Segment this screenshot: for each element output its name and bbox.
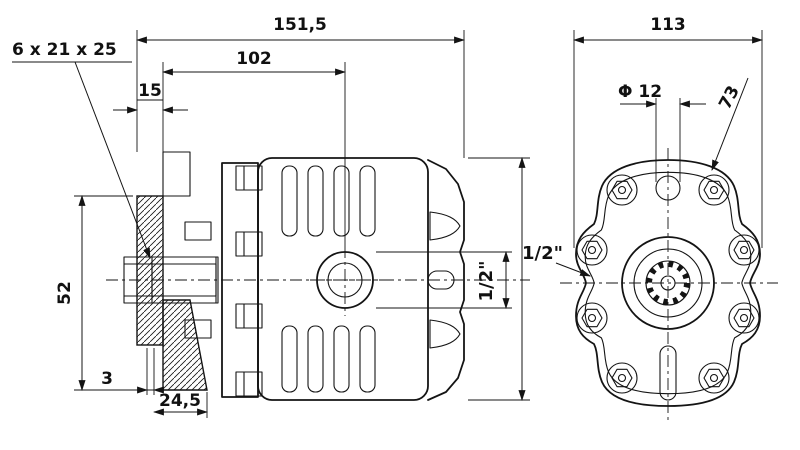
- top-mounting-hole: [655, 175, 681, 201]
- dim-body-length: 102: [161, 49, 347, 246]
- front-port-label: 1/2": [522, 243, 563, 264]
- hex-bolt: [606, 362, 638, 394]
- hex-bolt: [576, 302, 608, 334]
- hex-bolt: [698, 174, 730, 206]
- hex-bolt: [576, 234, 608, 266]
- cover-bolts: [235, 165, 263, 397]
- dim-total-length-label: 151,5: [273, 15, 327, 35]
- dim-body-length-label: 102: [236, 49, 272, 69]
- side-port: [310, 246, 382, 316]
- hex-bolt: [606, 174, 638, 206]
- dim-width: 113: [572, 15, 764, 248]
- dim-offset-label: 3: [101, 369, 113, 389]
- spline-callout-label: 6 x 21 x 25: [12, 40, 117, 60]
- dim-hole: Φ 12: [618, 82, 706, 182]
- flange-outline: [575, 159, 761, 407]
- side-port-label: 1/2": [476, 260, 497, 301]
- pump-body: [257, 157, 429, 401]
- dim-bolt-circle-label: 73: [715, 83, 744, 113]
- coupling-lower-section: [184, 319, 212, 339]
- dim-height-label: 52: [55, 281, 75, 305]
- dim-pilot: 24,5: [152, 391, 209, 418]
- spline-teeth: [646, 261, 690, 305]
- dim-shaft-length-label: 15: [138, 81, 162, 101]
- dim-bolt-circle: 73: [711, 77, 749, 172]
- front-port-callout: 1/2": [522, 243, 592, 277]
- center-bore: [621, 236, 715, 330]
- rear-cover: [427, 159, 465, 401]
- bottom-slot: [659, 345, 677, 401]
- hex-bolt: [728, 234, 760, 266]
- side-view: 151,5 102 15 6 x 21 x 25 52: [12, 15, 530, 418]
- coupling-upper-section: [184, 221, 212, 241]
- dim-offset: 3: [101, 348, 178, 395]
- dim-pilot-label: 24,5: [159, 391, 201, 411]
- front-view: 113 Φ 12 73 1/2": [522, 15, 778, 420]
- spline-callout: 6 x 21 x 25: [12, 40, 151, 260]
- dim-width-label: 113: [650, 15, 686, 35]
- dim-shaft-length: 15: [113, 81, 188, 114]
- mounting-flange-section: [136, 151, 208, 391]
- dim-side-port: 1/2": [376, 250, 512, 310]
- hex-bolt: [728, 302, 760, 334]
- hex-bolt: [698, 362, 730, 394]
- dim-overall-height-line: [468, 156, 530, 402]
- hole-label: Φ 12: [618, 82, 662, 102]
- splined-shaft: [123, 221, 219, 339]
- dim-total-length: 151,5: [135, 15, 466, 158]
